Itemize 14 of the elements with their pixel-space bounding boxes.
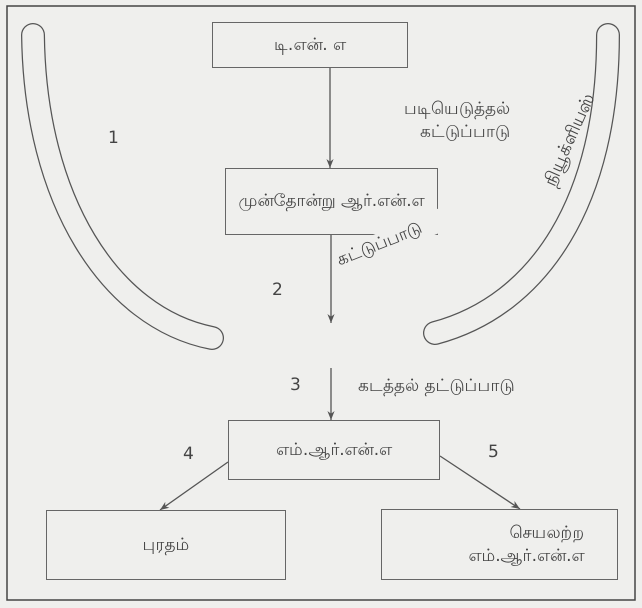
process-box: புரதம்: [46, 510, 286, 580]
process-box: செயலற்ற எம்.ஆர்.என்.எ: [381, 509, 618, 580]
step-number: 2: [272, 280, 283, 300]
process-box: டி.என். எ: [212, 22, 408, 68]
step-number: 4: [183, 444, 194, 464]
arrow: [327, 368, 335, 420]
process-box: எம்.ஆர்.என்.எ: [228, 420, 440, 480]
step-number: 5: [488, 442, 499, 462]
arrow: [326, 68, 334, 168]
step-number: 1: [108, 128, 119, 148]
arrow: [440, 455, 520, 510]
arrow: [160, 461, 228, 511]
step-number: 3: [290, 375, 301, 395]
arrow: [327, 235, 335, 323]
